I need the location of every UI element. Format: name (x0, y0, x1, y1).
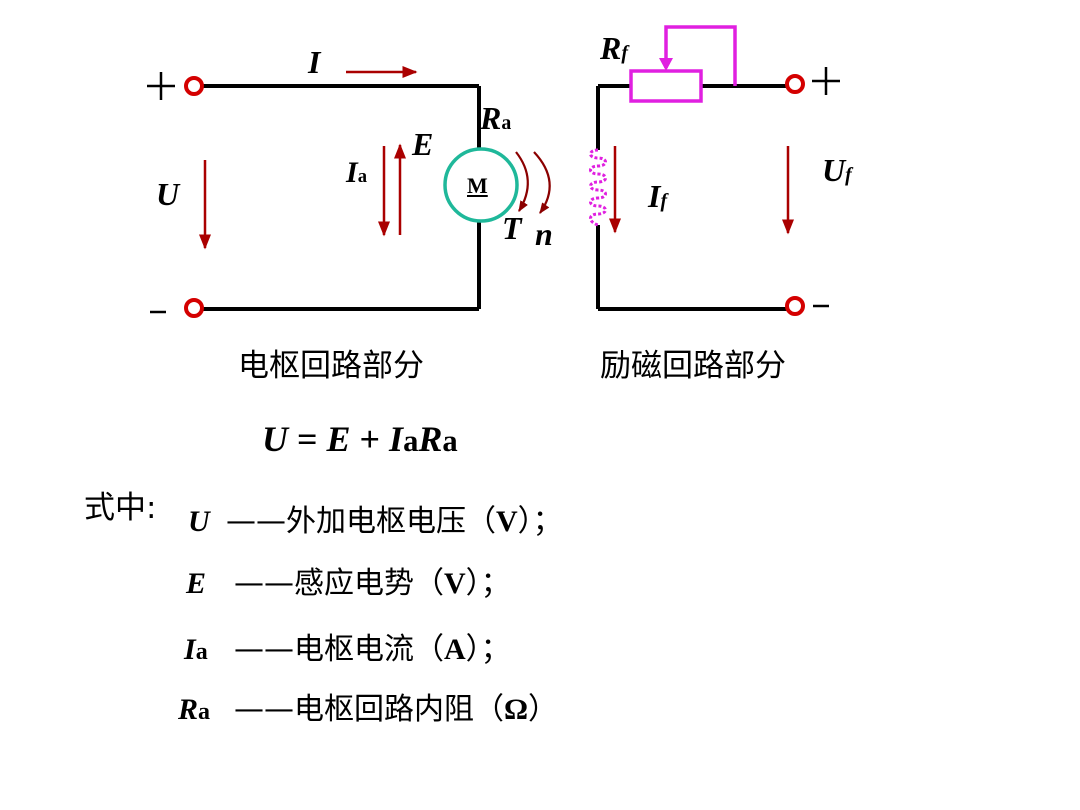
label-Rf: Rf (600, 30, 628, 66)
eq-E: E (326, 419, 351, 459)
armature-wires (202, 84, 481, 311)
legend-prefix: 式中: (84, 490, 157, 526)
eq-I-sub: a (403, 424, 419, 458)
label-Ra: Ra (480, 100, 512, 136)
legend-row: U——外加电枢电压（V）； (188, 504, 563, 539)
field-coil (589, 148, 607, 227)
motor-circle (443, 147, 519, 223)
legend-row: Ra——电枢回路内阻（Ω） (178, 692, 559, 727)
rheostat-wiper-head (659, 58, 673, 71)
armature-plus-sign (147, 72, 175, 100)
motor-label-M: M (467, 173, 488, 198)
label-U: U (156, 176, 180, 212)
eq-R-sub: a (442, 424, 458, 458)
eq-I: I (389, 419, 404, 459)
equation: U = E + IaRa (262, 418, 458, 460)
field-plus-sign (812, 67, 840, 95)
field-wires (596, 84, 787, 311)
label-E: E (412, 126, 434, 162)
label-Ia: Ia (346, 156, 367, 189)
legend-row: Ia——电枢电流（A）； (184, 632, 511, 667)
armature-section-label: 电枢回路部分 (238, 348, 424, 384)
eq-equals: = (297, 419, 318, 459)
field-minus-terminal (785, 296, 805, 316)
legend-row: E——感应电势（V）； (186, 566, 511, 601)
eq-U: U (262, 419, 288, 459)
field-section-label: 励磁回路部分 (600, 348, 786, 384)
eq-R: R (418, 419, 443, 459)
label-Uf: Uf (822, 152, 852, 188)
field-rheostat (629, 69, 703, 103)
eq-plus: + (359, 419, 381, 459)
label-I: I (308, 44, 321, 80)
label-If: If (648, 178, 668, 214)
rheostat-wiper (664, 25, 737, 86)
field-plus-terminal (785, 74, 805, 94)
torque-arc (515, 151, 529, 212)
armature-minus-terminal (184, 298, 204, 318)
label-n: n (535, 216, 553, 252)
speed-arc (533, 151, 551, 214)
armature-plus-terminal (184, 76, 204, 96)
label-T: T (502, 210, 522, 246)
